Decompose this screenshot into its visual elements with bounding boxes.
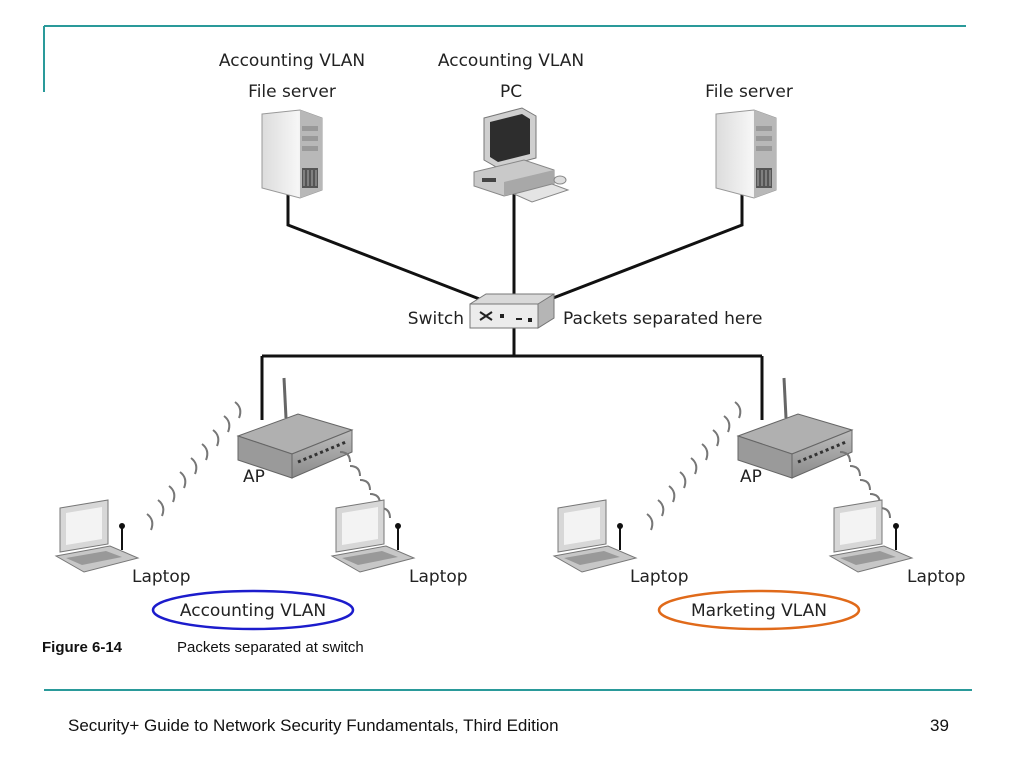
laptop-4-label: Laptop xyxy=(907,567,966,587)
laptop-2-icon xyxy=(330,499,416,573)
laptop-1-label: Laptop xyxy=(132,567,191,587)
marketing-vlan-label: Marketing VLAN xyxy=(691,601,827,621)
left-server-name-label: File server xyxy=(248,82,336,102)
access-point-right-icon xyxy=(736,377,854,479)
laptop-2-label: Laptop xyxy=(409,567,468,587)
page-number: 39 xyxy=(930,716,949,735)
laptop-3-icon xyxy=(552,499,638,573)
ap-right-label: AP xyxy=(740,467,762,487)
marketing-vlan-ellipse xyxy=(657,589,861,631)
pc-icon xyxy=(473,107,570,203)
switch-icon xyxy=(469,293,555,329)
file-server-right-icon xyxy=(715,109,777,199)
right-server-name-label: File server xyxy=(705,82,793,102)
figure-number: Figure 6-14 xyxy=(42,639,123,656)
laptop-3-label: Laptop xyxy=(630,567,689,587)
file-server-left-icon xyxy=(261,109,323,199)
footer-title: Security+ Guide to Network Security Fund… xyxy=(68,716,559,735)
left-server-vlan-label: Accounting VLAN xyxy=(219,51,365,71)
accounting-vlan-ellipse xyxy=(151,589,355,631)
switch-note-label: Packets separated here xyxy=(563,309,762,329)
switch-label: Switch xyxy=(408,309,464,329)
access-point-left-icon xyxy=(236,377,354,479)
accounting-vlan-label: Accounting VLAN xyxy=(180,601,326,621)
pc-name-label: PC xyxy=(500,82,522,102)
laptop-1-icon xyxy=(54,499,140,573)
network-links xyxy=(260,188,764,420)
pc-vlan-label: Accounting VLAN xyxy=(438,51,584,71)
figure-caption: Packets separated at switch xyxy=(177,639,364,656)
laptop-4-icon xyxy=(828,499,914,573)
ap-left-label: AP xyxy=(243,467,265,487)
